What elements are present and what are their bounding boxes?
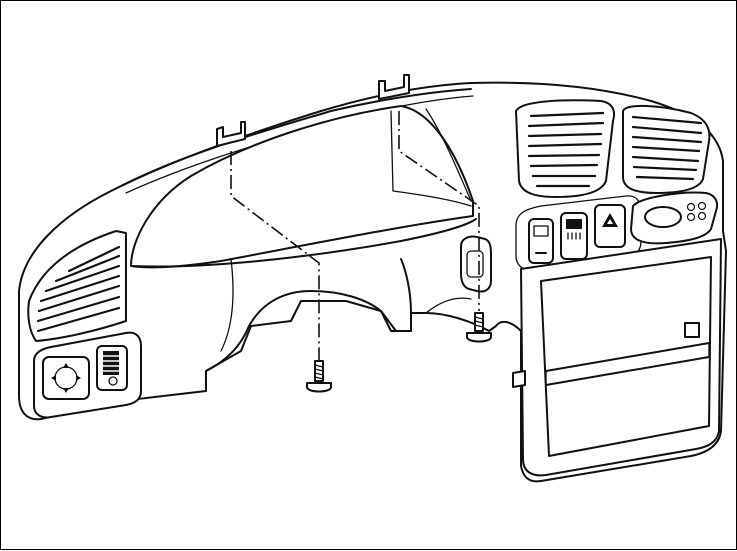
clock-display-housing: [630, 191, 719, 245]
center-stack-divider-edge: [545, 342, 710, 386]
rear-defrost-icon: [566, 219, 582, 240]
cluster-opening: [130, 105, 474, 269]
side-knob-housing: [460, 235, 492, 293]
lower-knee-panel: [220, 258, 234, 352]
side-knob: [466, 250, 484, 278]
center-stack-divider: [545, 342, 710, 386]
mounting-clip-left: [216, 121, 246, 147]
top-edge-ridge: [120, 88, 472, 187]
cluster-lower-lip: [130, 218, 477, 268]
side-bracket: [512, 370, 526, 388]
cluster-hood-inner: [390, 110, 472, 207]
mirror-switch-frame: [42, 356, 90, 400]
clock-buttons: [686, 201, 707, 222]
dimmer-wheel: [103, 351, 119, 375]
dimmer-wheel-ridges: [103, 355, 119, 372]
center-stack-tab: [684, 322, 700, 338]
mounting-screw-left: [306, 360, 332, 393]
mounting-screw-right: [466, 312, 492, 343]
center-vent-left-slats: [527, 111, 605, 188]
clock-display-window: [644, 206, 682, 228]
leader-line-right: [398, 111, 480, 311]
hazard-triangle-inner: [607, 219, 613, 224]
left-vent-slats: [36, 245, 121, 333]
cluster-hood-curve: [425, 108, 472, 202]
mounting-clip-center: [378, 74, 410, 100]
center-vent-right-slats: [631, 115, 703, 181]
steering-column-cutout: [205, 258, 412, 392]
switch-left-rocker: [533, 225, 549, 237]
lower-panel-edge: [425, 297, 472, 314]
leader-line-left: [230, 151, 320, 361]
switch-left-frame: [528, 218, 554, 264]
dimmer-lamp-icon: [108, 376, 118, 386]
